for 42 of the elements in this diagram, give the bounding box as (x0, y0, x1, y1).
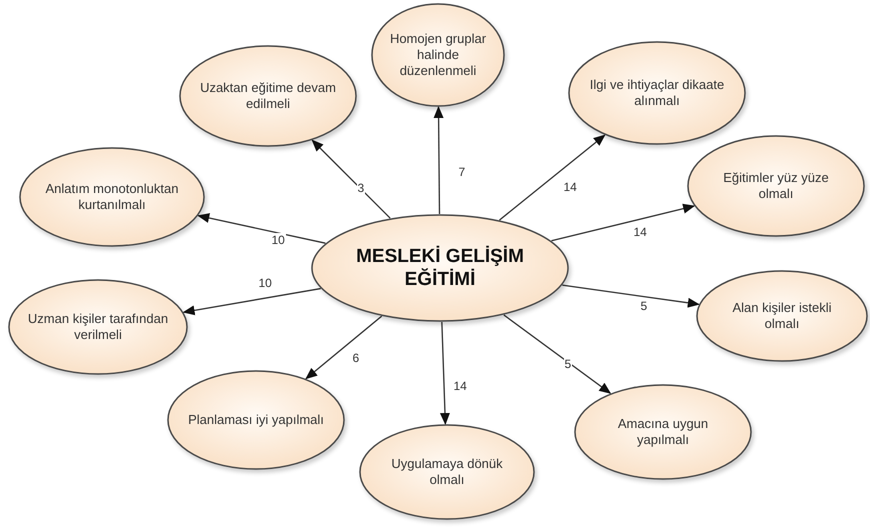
edge-label: 10 (258, 276, 273, 290)
arrow (440, 322, 450, 425)
arrow (434, 106, 444, 214)
edge-label: 14 (562, 180, 578, 194)
topic-ellipse (687, 135, 865, 237)
topic-text: Uzman kişiler tarafından verilmeli (28, 311, 168, 343)
topic-ellipse (179, 45, 357, 147)
topic-text: Uzaktan eğitime devam edilmeli (199, 80, 337, 112)
topic-ellipse (8, 279, 188, 375)
central-topic-title: MESLEKİ GELİŞİM EĞİTİMİ (355, 245, 525, 291)
arrow (305, 316, 382, 380)
topic-ellipse (19, 147, 205, 247)
edge-label: 14 (452, 379, 468, 393)
topic-text: Uygulamaya dönük olmalı (390, 456, 504, 488)
topic-text: Homojen gruplar halinde düzenlenmeli (388, 31, 488, 79)
edge-label: 5 (564, 357, 572, 371)
arrow (562, 284, 700, 308)
topic-text: Eğitimler yüz yüze olmalı (722, 170, 830, 202)
topic-text: Amacına uygun yapılmalı (616, 416, 710, 448)
edge-label: 10 (270, 233, 286, 247)
topic-ellipse (696, 270, 868, 362)
arrow (182, 288, 321, 316)
edge-label: 6 (352, 351, 360, 365)
arrow (197, 213, 326, 244)
topic-ellipse (167, 370, 345, 470)
topic-text: Alan kişiler istekli olmalı (732, 300, 832, 332)
edge-label: 3 (356, 181, 366, 195)
edge-label: 14 (632, 225, 648, 239)
topic-ellipse (574, 384, 752, 480)
arrow (499, 134, 606, 221)
arrow (312, 140, 391, 219)
edge-label: 5 (640, 299, 648, 313)
edge-label: 7 (458, 165, 466, 179)
topic-text: Planlaması iyi yapılmalı (188, 412, 324, 428)
topic-ellipse (359, 424, 535, 520)
topic-text: Ilgi ve ihtiyaçlar dikaate alınmalı (588, 77, 726, 109)
arrow (503, 314, 612, 394)
central-topic-ellipse (311, 214, 569, 322)
topic-ellipse (568, 41, 746, 145)
topic-text: Anlatım monotonluktan kurtanılmalı (44, 181, 180, 213)
topic-ellipse (371, 3, 505, 107)
arrow (551, 204, 696, 242)
